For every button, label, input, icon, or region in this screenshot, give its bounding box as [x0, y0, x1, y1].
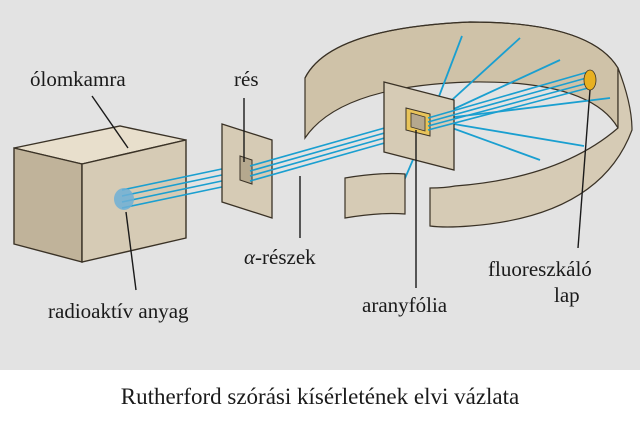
fluorescent-screen-front	[344, 67, 633, 228]
label-alpha-suffix: -részek	[255, 245, 316, 269]
pointer-radioactive	[125, 211, 137, 291]
figure-caption: Rutherford szórási kísérletének elvi váz…	[120, 384, 520, 409]
label-radioactive-material: radioaktív anyag	[48, 299, 189, 323]
fluorescent-spot	[583, 69, 597, 91]
lead-chamber-box	[13, 125, 187, 263]
label-lead-chamber: ólomkamra	[30, 67, 126, 91]
slit-plate	[221, 123, 273, 219]
box-front-face	[81, 139, 187, 263]
alpha-beam-segment-1	[121, 165, 237, 209]
pointer-lead-chamber	[91, 95, 129, 149]
pointer-lines	[91, 89, 591, 291]
label-alpha-symbol: α	[244, 245, 256, 269]
box-left-face	[13, 147, 83, 263]
label-alpha-particles: α-részek	[244, 245, 316, 269]
gold-foil-plate	[383, 81, 455, 171]
label-screen-line1: fluoreszkáló	[488, 257, 592, 281]
label-slit: rés	[234, 67, 259, 91]
alpha-beam-segment-3	[427, 71, 593, 131]
rutherford-apparatus-diagram: ólomkamra rés α-részek radioaktív anyag …	[13, 21, 633, 323]
pointer-screen	[577, 89, 591, 249]
label-gold-foil: aranyfólia	[362, 293, 448, 317]
radioactive-source	[114, 188, 134, 210]
label-screen-line2: lap	[554, 283, 580, 307]
